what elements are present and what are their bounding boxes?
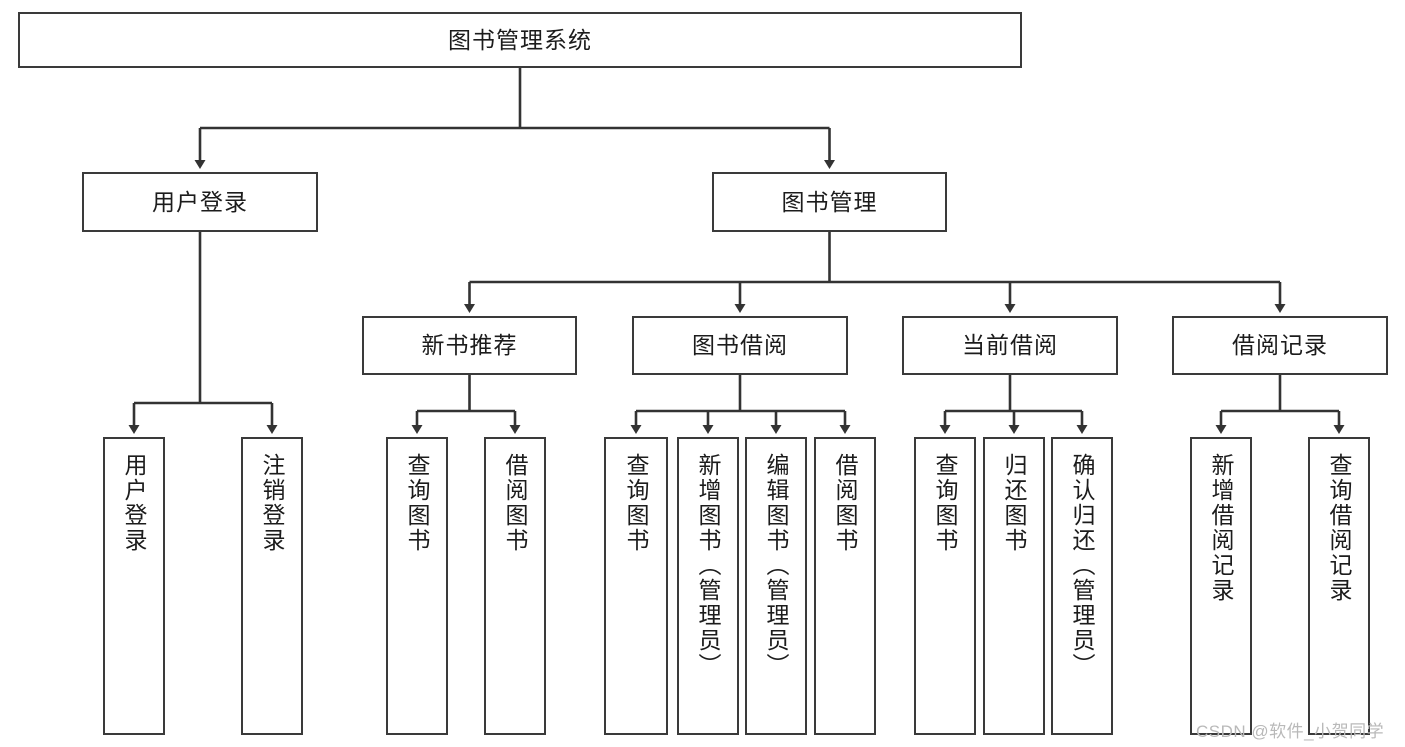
node-label: 归还图书 [1001,453,1028,553]
node-label: 借阅图书 [832,453,859,553]
node-label: 编辑图书（管理员） [763,453,790,678]
node-leaf-logout[interactable]: 注销登录 [241,437,303,735]
node-login[interactable]: 用户登录 [82,172,318,232]
node-leaf-cu-query[interactable]: 查询图书 [914,437,976,735]
node-label: 查询图书 [932,453,959,553]
node-bookmgmt[interactable]: 图书管理 [712,172,947,232]
node-leaf-rc-query[interactable]: 查询借阅记录 [1308,437,1370,735]
node-label: 查询图书 [404,453,431,553]
node-leaf-cu-confirm[interactable]: 确认归还（管理员） [1051,437,1113,735]
node-leaf-nb-borrow[interactable]: 借阅图书 [484,437,546,735]
node-leaf-cu-return[interactable]: 归还图书 [983,437,1045,735]
node-label: 用户登录 [121,453,148,553]
node-newbook[interactable]: 新书推荐 [362,316,577,375]
node-label: 新增借阅记录 [1208,453,1235,603]
node-label: 查询借阅记录 [1326,453,1353,603]
node-current[interactable]: 当前借阅 [902,316,1118,375]
node-leaf-user-login[interactable]: 用户登录 [103,437,165,735]
node-record[interactable]: 借阅记录 [1172,316,1388,375]
node-borrow[interactable]: 图书借阅 [632,316,848,375]
node-label: 确认归还（管理员） [1069,453,1096,678]
node-root[interactable]: 图书管理系统 [18,12,1022,68]
node-leaf-bo-edit[interactable]: 编辑图书（管理员） [745,437,807,735]
csdn-watermark: CSDN @软件_小贺同学 [1196,722,1385,741]
node-leaf-bo-borrow[interactable]: 借阅图书 [814,437,876,735]
node-label: 查询图书 [623,453,650,553]
node-leaf-nb-query[interactable]: 查询图书 [386,437,448,735]
node-label: 新增图书（管理员） [695,453,722,678]
node-leaf-rc-add[interactable]: 新增借阅记录 [1190,437,1252,735]
node-leaf-bo-query[interactable]: 查询图书 [604,437,668,735]
node-leaf-bo-add[interactable]: 新增图书（管理员） [677,437,739,735]
node-label: 注销登录 [259,453,286,553]
node-label: 借阅图书 [502,453,529,553]
